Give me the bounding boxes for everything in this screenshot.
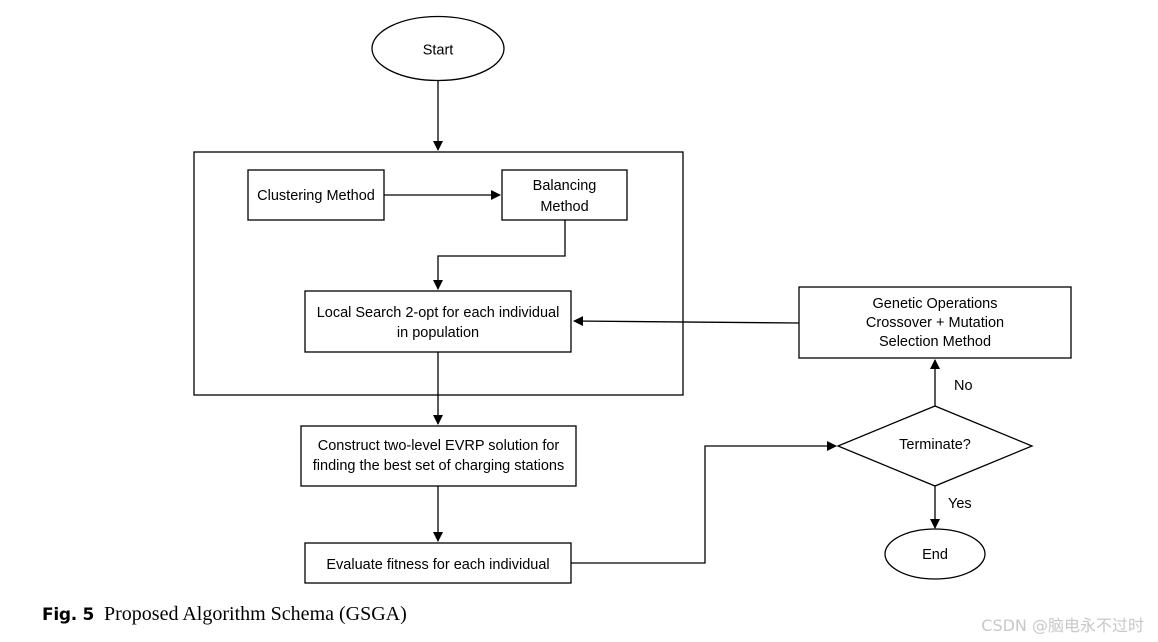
genetic-operations-box [798, 286, 1072, 359]
balancing-method-label-line2: Method [540, 199, 588, 215]
local-search-label-line1: Local Search 2-opt for each individual [317, 305, 560, 321]
end-label: End [922, 547, 948, 563]
start-label: Start [423, 43, 454, 59]
local-search-box [304, 290, 572, 353]
terminate-decision [836, 405, 1034, 487]
construct-solution-label-line2: finding the best set of charging station… [313, 458, 565, 474]
evaluate-fitness-label: Evaluate fitness for each individual [326, 557, 549, 573]
construct-solution-box [300, 425, 577, 487]
start-node [371, 15, 505, 82]
edge-balancing-to-local-search [433, 220, 566, 290]
end-node [884, 528, 986, 580]
genetic-operations-label-line1: Genetic Operations [873, 296, 998, 312]
clustering-method-label: Clustering Method [257, 188, 375, 204]
edge-label-no: No [954, 378, 973, 394]
evaluate-fitness-box [304, 542, 572, 584]
construct-solution-label-line1: Construct two-level EVRP solution for [318, 438, 560, 454]
balancing-method-box [501, 169, 628, 221]
genetic-operations-label-line3: Selection Method [879, 334, 991, 350]
figure-caption: Fig. 5 Proposed Algorithm Schema (GSGA) [42, 603, 407, 626]
flowchart: Start Clustering Method Balancing Method… [193, 15, 1072, 584]
genetic-operations-label-line2: Crossover + Mutation [866, 315, 1004, 331]
figure-number: Fig. 5 [42, 605, 95, 625]
watermark: CSDN @脑电永不过时 [981, 616, 1144, 635]
local-search-label-line2: in population [397, 325, 479, 341]
terminate-label: Terminate? [899, 437, 971, 453]
clustering-method-box [247, 169, 385, 221]
balancing-method-label-line1: Balancing [533, 178, 597, 194]
edge-label-yes: Yes [948, 496, 972, 512]
edge-genetic-to-local-search [573, 316, 800, 327]
figure-title: Proposed Algorithm Schema (GSGA) [104, 603, 407, 625]
edge-evaluate-to-terminate [571, 441, 837, 564]
